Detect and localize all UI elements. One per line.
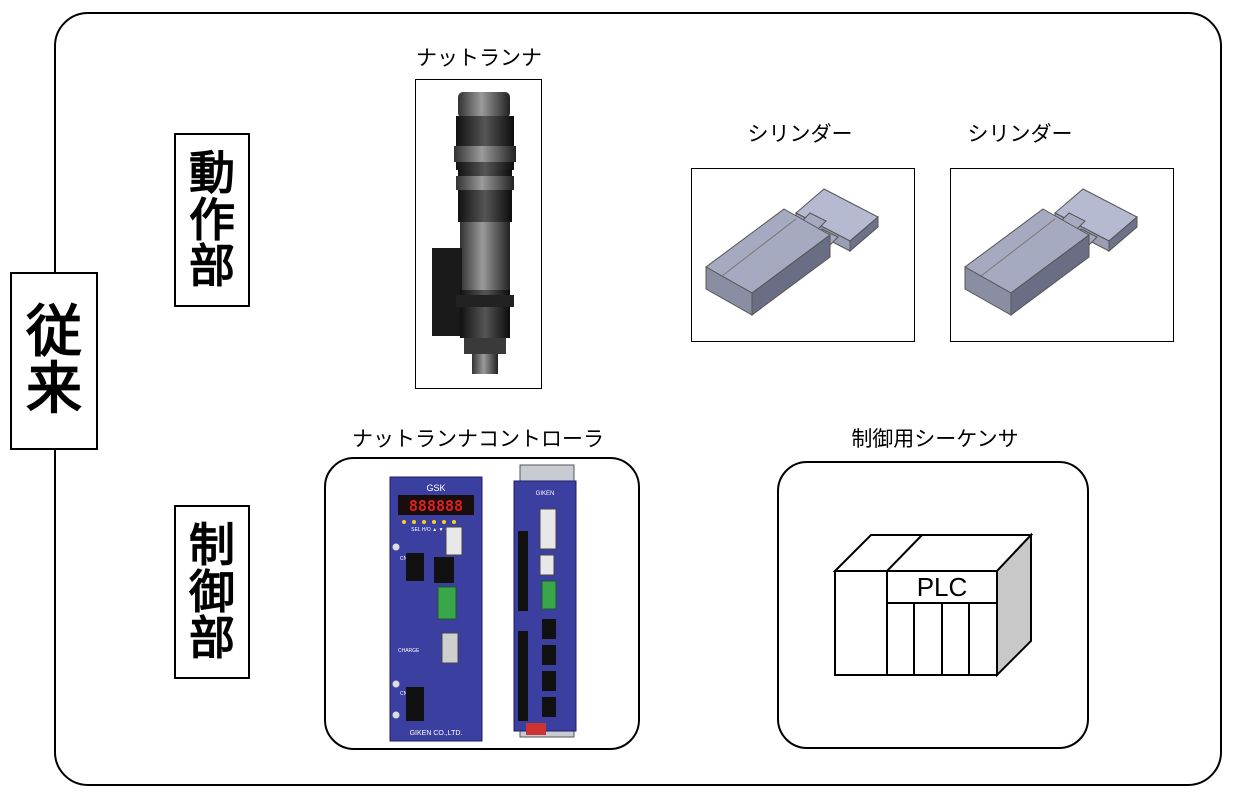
section-label-char: 御 [189, 564, 235, 619]
section-label-char: 動 [189, 145, 235, 200]
controller-led-labels: SEL H/O ▲ ▼ ◀ [411, 527, 449, 533]
section-label-char: 制 [189, 517, 235, 572]
controller-brand: GSK [426, 483, 445, 493]
section-label-control: 制 御 部 [174, 505, 250, 679]
plc-box: PLC [777, 461, 1089, 749]
controller-caption: ナットランナコントローラ [352, 427, 604, 451]
nutrunner-image [415, 79, 542, 389]
section-label-motion: 動 作 部 [174, 133, 250, 307]
plc-illustration: PLC [832, 532, 1034, 678]
side-label-char: 従 [26, 299, 82, 365]
section-label-char: 部 [189, 611, 235, 666]
section-label-char: 作 [189, 192, 235, 247]
controller-box: GSK 888888 SEL H/O ▲ ▼ ◀ CN11 CHARGE CN1… [324, 457, 640, 750]
cylinder-1-caption: シリンダー [747, 122, 853, 146]
controller-maker: GIKEN CO.,LTD. [410, 730, 463, 737]
cylinder-illustration [964, 188, 1138, 316]
section-label-char: 部 [189, 239, 235, 294]
controller-side-maker: GIKEN [536, 491, 555, 497]
side-label-char: 来 [26, 357, 82, 422]
nutrunner-illustration [432, 92, 516, 374]
side-label-conventional: 従 来 [10, 272, 98, 450]
nutrunner-caption: ナットランナ [416, 46, 542, 70]
cylinder-illustration [705, 188, 879, 316]
cylinder-1-image [691, 168, 915, 342]
plc-caption: 制御用シーケンサ [851, 427, 1019, 451]
cylinder-2-image [950, 168, 1174, 342]
controller-display: 888888 [409, 497, 463, 515]
controller-illustration: GSK 888888 SEL H/O ▲ ▼ ◀ CN11 CHARGE CN1… [389, 464, 577, 742]
controller-charge-label: CHARGE [398, 648, 420, 654]
plc-label: PLC [917, 572, 968, 602]
cylinder-2-caption: シリンダー [967, 122, 1073, 146]
